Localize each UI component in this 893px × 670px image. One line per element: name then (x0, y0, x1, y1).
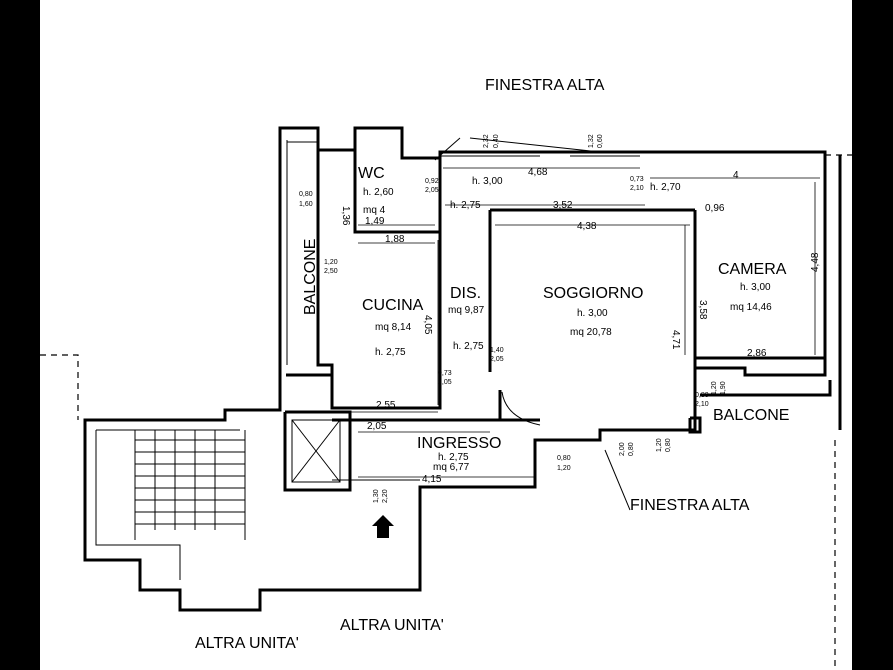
dim-471: 4,71 (670, 330, 681, 350)
dim-4: 4 (733, 170, 739, 181)
top-windows (434, 137, 640, 511)
room-camera-height: h. 3,00 (740, 282, 771, 293)
room-ingresso-name: INGRESSO (417, 435, 501, 452)
w8-b: 2,05 (438, 379, 452, 386)
dim-205: 2,05 (367, 421, 387, 432)
dimension-lines (335, 167, 820, 478)
w6-b: 2,50 (324, 268, 338, 275)
w9-b: 1,90 (720, 381, 727, 395)
room-ingresso-area: mq 6,77 (433, 462, 470, 473)
room-dis-name: DIS. (450, 285, 481, 302)
dim-149: 1,49 (365, 216, 385, 227)
room-dis-height: h. 2,75 (453, 341, 484, 352)
room-wc-height: h. 2,60 (363, 187, 394, 198)
room-wc-name: WC (358, 165, 385, 182)
w2-a: 1,32 (588, 134, 595, 148)
dim-096: 0,96 (705, 203, 725, 214)
room-ingresso-height: h. 2,75 (438, 452, 469, 463)
w1-b: 0,40 (493, 134, 500, 148)
floor-plan: FINESTRA ALTA FINESTRA ALTA ALTRA UNITA'… (40, 0, 852, 670)
w12-a: 1,20 (656, 438, 663, 452)
w4-b: 1,60 (299, 201, 313, 208)
inner-lines (95, 140, 420, 580)
entrance-arrow-icon (372, 515, 394, 538)
dim-h300: h. 3,00 (472, 176, 503, 187)
w14-b: 2,20 (382, 489, 389, 503)
label-balcone-right: BALCONE (713, 407, 789, 424)
room-cucina-area: mq 8,14 (375, 322, 412, 333)
w10-a: 0,80 (695, 392, 709, 399)
dim-468: 4,68 (528, 167, 548, 178)
dim-352: 3,52 (553, 200, 573, 211)
dim-188: 1,88 (385, 234, 405, 245)
dim-255: 2,55 (376, 400, 396, 411)
w13-a: 0,80 (557, 455, 571, 462)
w9-a: 1,20 (711, 381, 718, 395)
room-wc-area: mq 4 (363, 205, 386, 216)
w1-a: 2,32 (483, 134, 490, 148)
boundary-dashes (40, 154, 852, 670)
room-soggiorno-name: SOGGIORNO (543, 285, 643, 302)
room-cucina-height: h. 2,75 (375, 347, 406, 358)
label-finestra-alta-top: FINESTRA ALTA (485, 77, 605, 94)
w3-a: 0,73 (630, 176, 644, 183)
floor-plan-drawing: FINESTRA ALTA FINESTRA ALTA ALTRA UNITA'… (40, 77, 852, 670)
dim-h270: h. 2,70 (650, 182, 681, 193)
w4-a: 0,80 (299, 191, 313, 198)
dim-358: 3,58 (697, 300, 708, 320)
w10-b: 2,10 (695, 401, 709, 408)
window-marks: 2,32 0,40 1,32 0,60 0,73 2,10 0,80 1,60 … (299, 134, 727, 503)
w7-a: 1,40 (490, 347, 504, 354)
w11-a: 2,00 (619, 442, 626, 456)
label-altra-unita-right: ALTRA UNITA' (340, 617, 444, 634)
w5-b: 2,05 (425, 187, 439, 194)
dim-415: 4,15 (422, 474, 442, 485)
room-camera-name: CAMERA (718, 261, 787, 278)
label-balcone-left: BALCONE (302, 239, 319, 315)
dim-448: 4,48 (810, 252, 821, 272)
label-finestra-alta-bottom: FINESTRA ALTA (630, 497, 750, 514)
room-camera-area: mq 14,46 (730, 302, 772, 313)
dim-286: 2,86 (747, 348, 767, 359)
room-soggiorno-area: mq 20,78 (570, 327, 612, 338)
dim-405: 4,05 (422, 315, 433, 335)
dim-136: 1,36 (340, 206, 351, 226)
w7-b: 2,05 (490, 356, 504, 363)
room-cucina-name: CUCINA (362, 297, 424, 314)
w12-b: 0,80 (665, 438, 672, 452)
w11-b: 0,80 (628, 442, 635, 456)
w2-b: 0,60 (597, 134, 604, 148)
w6-a: 1,20 (324, 259, 338, 266)
w14-a: 1,30 (373, 489, 380, 503)
dim-h275: h. 2,75 (450, 200, 481, 211)
w13-b: 1,20 (557, 465, 571, 472)
stairs (134, 430, 246, 540)
door-arc (501, 391, 541, 426)
w5-a: 0,92 (425, 178, 439, 185)
label-altra-unita-left: ALTRA UNITA' (195, 635, 299, 652)
w3-b: 2,10 (630, 185, 644, 192)
room-dis-area: mq 9,87 (448, 305, 485, 316)
w8-a: 0,73 (438, 370, 452, 377)
dim-438: 4,38 (577, 221, 597, 232)
room-soggiorno-height: h. 3,00 (577, 308, 608, 319)
